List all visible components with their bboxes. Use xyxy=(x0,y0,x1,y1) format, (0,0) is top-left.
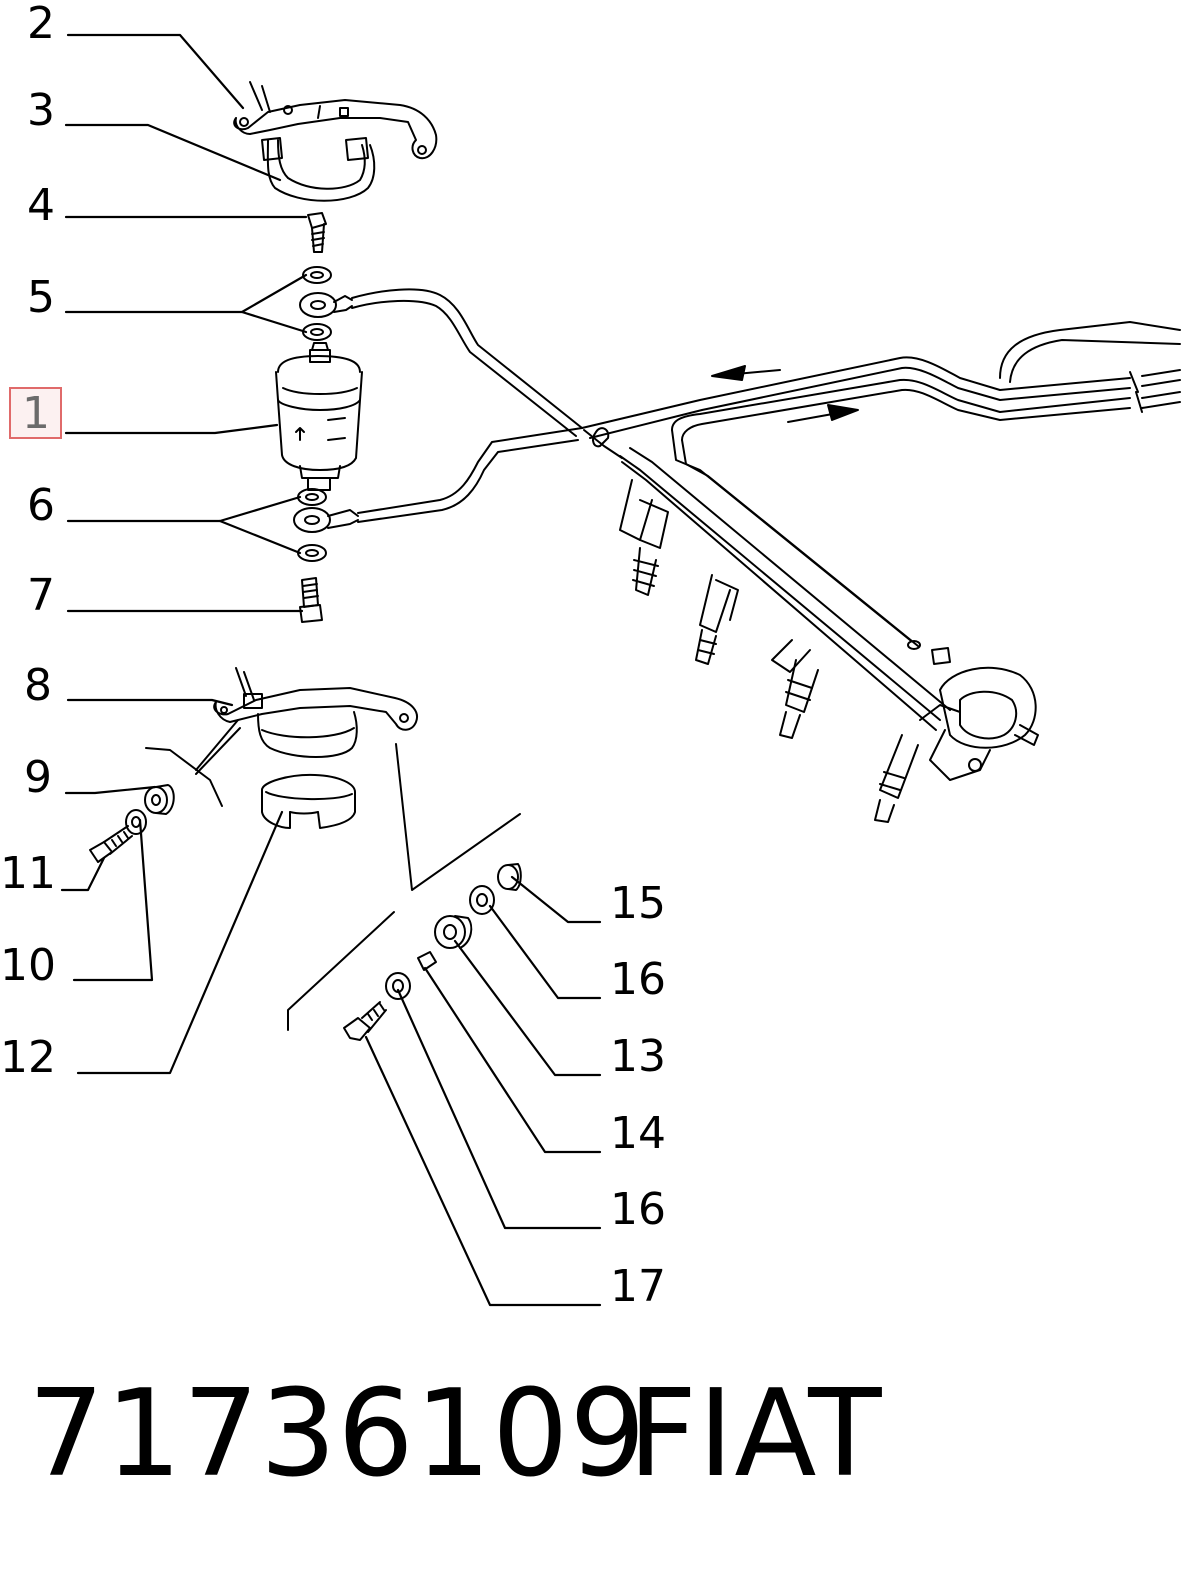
leader-lines xyxy=(60,33,602,1307)
callout-10: 10 xyxy=(0,940,56,991)
rubber-sleeve-drawing xyxy=(261,773,356,829)
callout-13: 13 xyxy=(610,1031,666,1082)
brand-name: FIAT xyxy=(628,1365,883,1504)
callout-16-upper: 16 xyxy=(610,954,666,1005)
small-parts-right-drawing xyxy=(287,743,522,1041)
callout-9: 9 xyxy=(24,752,52,803)
callout-7: 7 xyxy=(27,570,55,621)
callout-8: 8 xyxy=(24,660,52,711)
highlight-frame xyxy=(9,387,62,439)
lower-bracket-drawing xyxy=(213,667,418,758)
washers-6-drawing xyxy=(293,488,359,562)
callout-2: 2 xyxy=(27,0,55,49)
bolt-7-drawing xyxy=(299,577,323,623)
callout-11: 11 xyxy=(0,848,56,899)
fuel-rail-drawing xyxy=(583,427,1039,823)
upper-bracket-drawing xyxy=(233,81,438,160)
callout-14: 14 xyxy=(610,1108,666,1159)
small-parts-left-drawing xyxy=(89,719,241,863)
bolt-4-drawing xyxy=(307,212,327,253)
callout-3: 3 xyxy=(27,85,55,136)
callout-4: 4 xyxy=(27,180,55,231)
callout-12: 12 xyxy=(0,1032,56,1083)
fuel-filter-drawing xyxy=(275,342,363,491)
callout-15: 15 xyxy=(610,878,666,929)
callout-16-lower: 16 xyxy=(610,1184,666,1235)
clamp-drawing xyxy=(261,137,376,202)
part-number: 71736109 xyxy=(28,1365,647,1504)
callout-1[interactable]: 1 xyxy=(22,388,50,439)
fuel-pipes-drawing xyxy=(351,288,1181,650)
washers-5-drawing xyxy=(299,266,353,341)
callout-17: 17 xyxy=(610,1261,666,1312)
callout-5: 5 xyxy=(27,272,55,323)
callout-6: 6 xyxy=(27,480,55,531)
